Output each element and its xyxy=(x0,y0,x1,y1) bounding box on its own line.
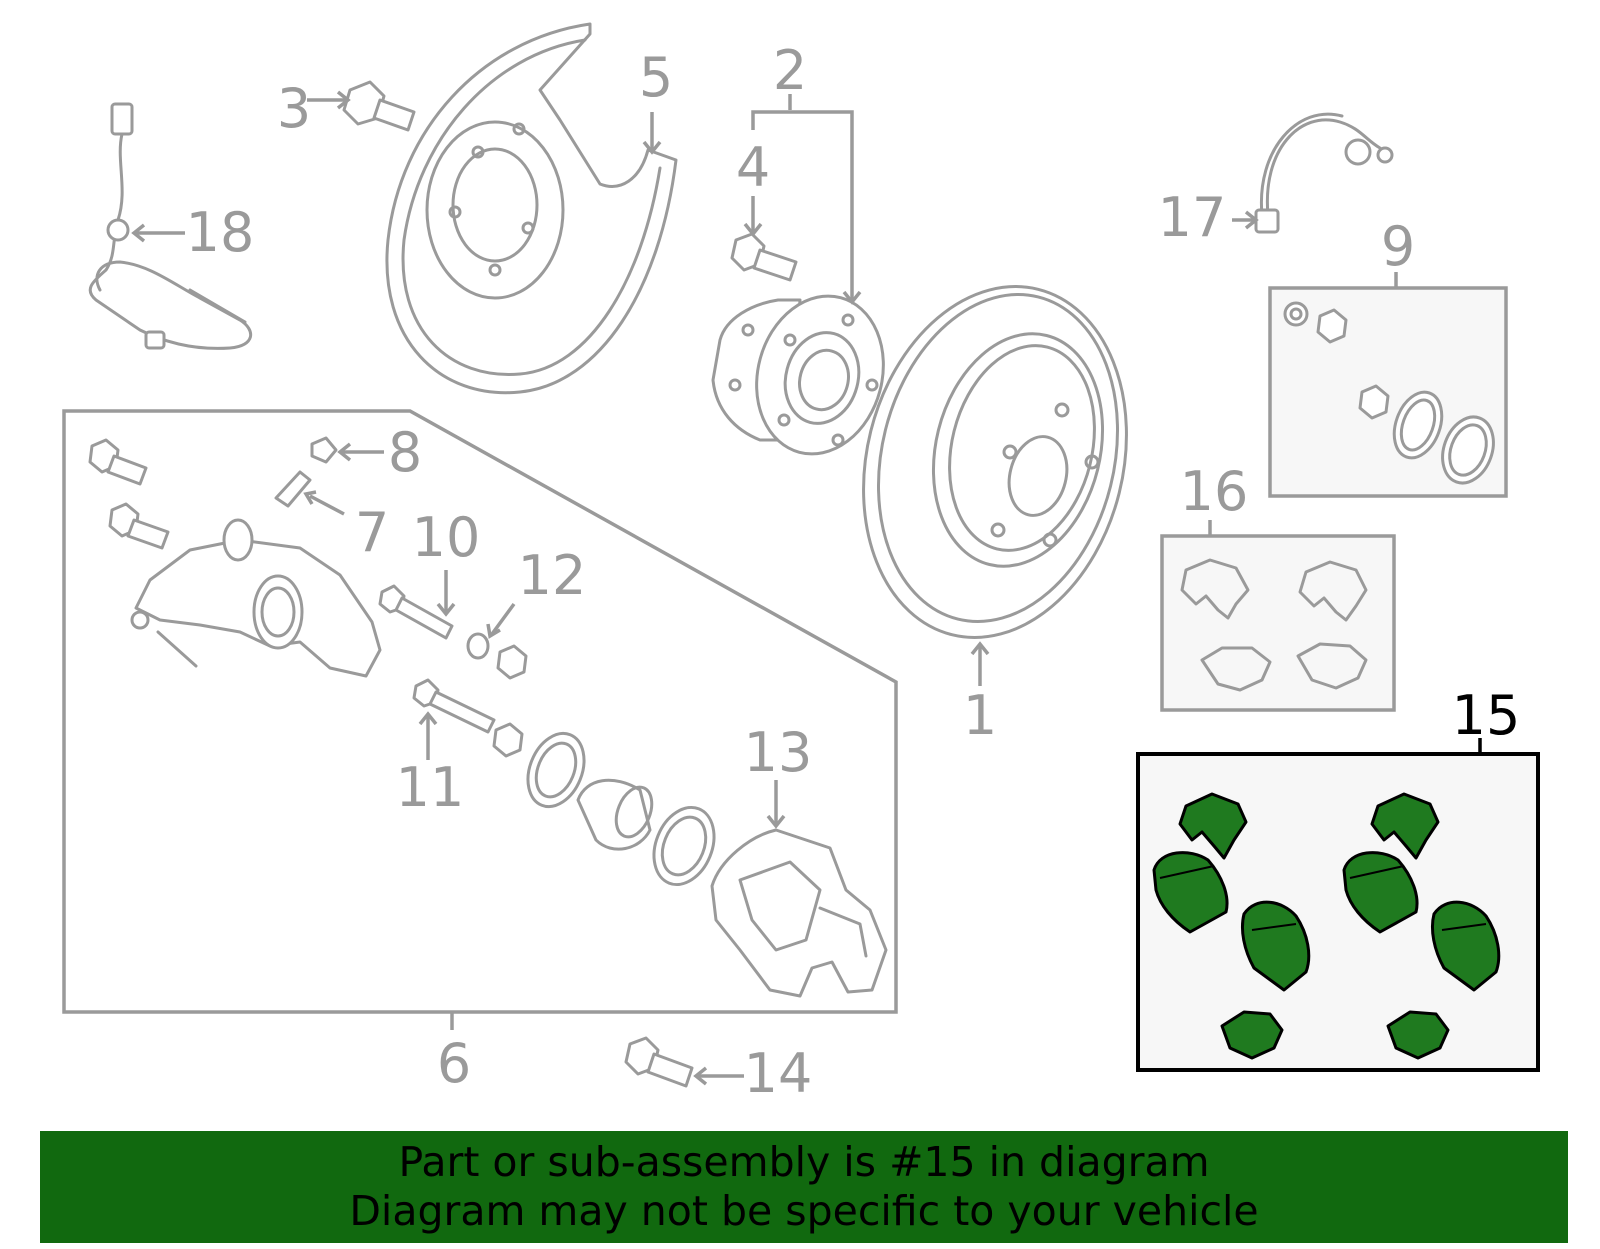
notice-line-1: Part or sub-assembly is #15 in diagram xyxy=(398,1138,1210,1186)
callout-4[interactable]: 4 xyxy=(736,136,770,199)
callout-6[interactable]: 6 xyxy=(437,1032,471,1095)
callout-15[interactable]: 15 xyxy=(1452,684,1521,747)
callout-5[interactable]: 5 xyxy=(639,46,673,109)
callout-10[interactable]: 10 xyxy=(412,506,481,569)
leader-lines xyxy=(131,90,1482,1086)
part-5-dust-shield[interactable] xyxy=(385,22,678,395)
callout-8[interactable]: 8 xyxy=(388,421,422,484)
callout-11[interactable]: 11 xyxy=(396,756,465,819)
part-2-hub-bearing[interactable] xyxy=(711,282,901,469)
part-18-sensor-harness[interactable] xyxy=(88,102,252,350)
callout-7[interactable]: 7 xyxy=(355,501,389,564)
callout-2[interactable]: 2 xyxy=(773,39,807,102)
part-6-caliper-assembly-contents xyxy=(88,436,888,998)
callout-17[interactable]: 17 xyxy=(1158,186,1227,249)
part-3-bolt[interactable] xyxy=(342,80,416,132)
part-16-clip-kit-box[interactable] xyxy=(1160,534,1396,712)
callout-1[interactable]: 1 xyxy=(963,684,997,747)
callout-labels: 1 2 3 4 5 6 7 8 9 10 11 12 13 14 15 16 1… xyxy=(186,39,1521,1105)
part-16-clip-kit-contents xyxy=(1180,558,1368,692)
callout-9[interactable]: 9 xyxy=(1381,215,1415,278)
callout-3[interactable]: 3 xyxy=(277,77,311,140)
part-1-brake-rotor[interactable] xyxy=(828,258,1163,665)
callout-18[interactable]: 18 xyxy=(186,201,255,264)
callout-16[interactable]: 16 xyxy=(1180,460,1249,523)
part-4-bolt[interactable] xyxy=(730,232,798,282)
notice-line-2: Diagram may not be specific to your vehi… xyxy=(349,1187,1259,1235)
callout-14[interactable]: 14 xyxy=(744,1042,813,1105)
callout-13[interactable]: 13 xyxy=(744,721,813,784)
highlight-notice-banner: Part or sub-assembly is #15 in diagram D… xyxy=(40,1131,1568,1243)
part-14-bolt[interactable] xyxy=(624,1036,694,1088)
callout-12[interactable]: 12 xyxy=(518,544,587,607)
part-17-brake-hose[interactable] xyxy=(1254,112,1394,234)
part-15-brake-pad-kit-contents[interactable] xyxy=(1152,792,1501,1060)
part-9-seal-kit-contents xyxy=(1283,301,1495,485)
